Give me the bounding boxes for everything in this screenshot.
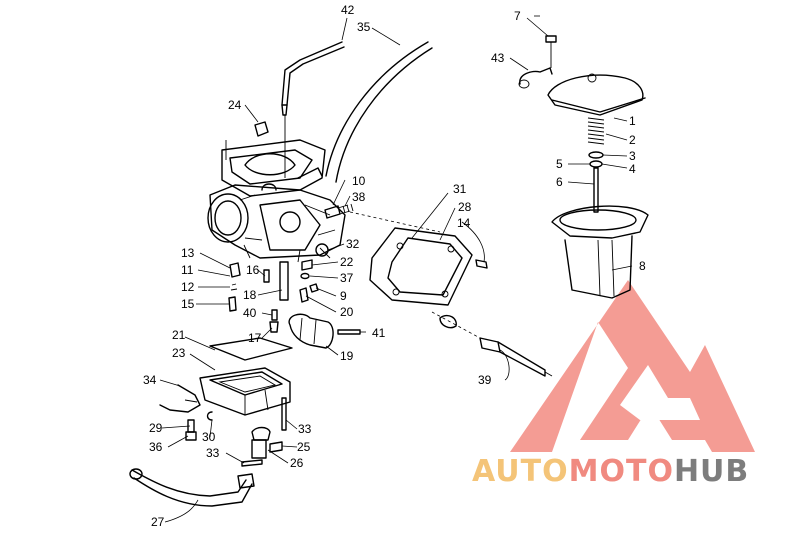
throttle-slide xyxy=(551,205,649,299)
bowl-hardware xyxy=(159,384,287,467)
callout-33a: 33 xyxy=(298,422,312,436)
callout-labels: 42 35 24 10 38 31 28 14 32 22 37 9 20 41… xyxy=(143,3,646,529)
callout-31: 31 xyxy=(453,182,467,196)
callout-41: 40 xyxy=(243,306,257,320)
callout-20: 20 xyxy=(340,305,354,319)
callout-38: 39 xyxy=(478,373,492,387)
leader-lines xyxy=(159,15,633,523)
callout-5: 5 xyxy=(556,157,563,171)
throttle-sensor xyxy=(431,311,553,377)
watermark-brand: AUTOMOTOHUB xyxy=(472,454,749,489)
jets-cluster xyxy=(228,261,289,333)
callout-40: 41 xyxy=(372,326,386,340)
callout-10: 10 xyxy=(352,174,366,188)
callout-28: 28 xyxy=(458,200,472,214)
callout-12: 12 xyxy=(181,280,195,294)
float-bowl-cover xyxy=(349,211,473,306)
callout-14: 14 xyxy=(457,216,471,230)
callout-4: 4 xyxy=(629,162,636,176)
callout-1: 1 xyxy=(629,114,636,128)
callout-26: 26 xyxy=(290,456,304,470)
callout-37: 37 xyxy=(340,271,354,285)
slide-spring xyxy=(587,117,605,168)
watermark-moto: MOTO xyxy=(569,454,674,489)
callout-29: 29 xyxy=(149,421,163,435)
callout-30: 30 xyxy=(202,430,216,444)
callout-32: 32 xyxy=(346,237,360,251)
callout-15: 15 xyxy=(181,297,195,311)
callout-8: 8 xyxy=(639,259,646,273)
callout-17: 17 xyxy=(248,331,262,345)
callout-42: 42 xyxy=(341,3,355,17)
needle-valve xyxy=(288,313,361,349)
watermark-hub: HUB xyxy=(674,454,749,489)
callout-7: 7 xyxy=(514,9,521,23)
callout-6: 6 xyxy=(556,175,563,189)
callout-19: 19 xyxy=(340,349,354,363)
callout-36: 35 xyxy=(357,20,371,34)
callout-21: 21 xyxy=(172,328,186,342)
callout-39: 38 xyxy=(352,190,366,204)
drain-hose xyxy=(129,468,255,507)
jet-needle xyxy=(593,167,599,213)
callout-24: 24 xyxy=(228,98,242,112)
svg-text:AUTOMOTOHUB: AUTOMOTOHUB xyxy=(472,454,749,489)
cover-screw xyxy=(461,221,488,269)
jet-nut xyxy=(254,121,269,137)
callout-43: 43 xyxy=(491,51,505,65)
callout-18: 18 xyxy=(243,288,257,302)
callout-33b: 33 xyxy=(206,446,220,460)
callout-25: 25 xyxy=(297,440,311,454)
callout-2: 2 xyxy=(629,133,636,147)
watermark-logo xyxy=(510,280,755,452)
callout-34: 36 xyxy=(149,440,163,454)
idle-screw-spring xyxy=(324,203,354,219)
callout-11: 11 xyxy=(181,263,194,277)
callout-35: 34 xyxy=(143,373,157,387)
carburetor-body xyxy=(207,139,346,263)
throttle-cable xyxy=(281,41,433,183)
callout-3: 3 xyxy=(629,149,636,163)
vacuum-cap xyxy=(518,35,646,116)
callout-16: 16 xyxy=(246,263,260,277)
callout-22: 22 xyxy=(340,255,354,269)
callout-27: 27 xyxy=(151,515,165,529)
callout-13: 13 xyxy=(181,246,195,260)
callout-9: 9 xyxy=(340,289,347,303)
float-bowl xyxy=(199,337,293,416)
callout-23: 23 xyxy=(172,346,186,360)
watermark-auto: AUTO xyxy=(472,454,569,489)
